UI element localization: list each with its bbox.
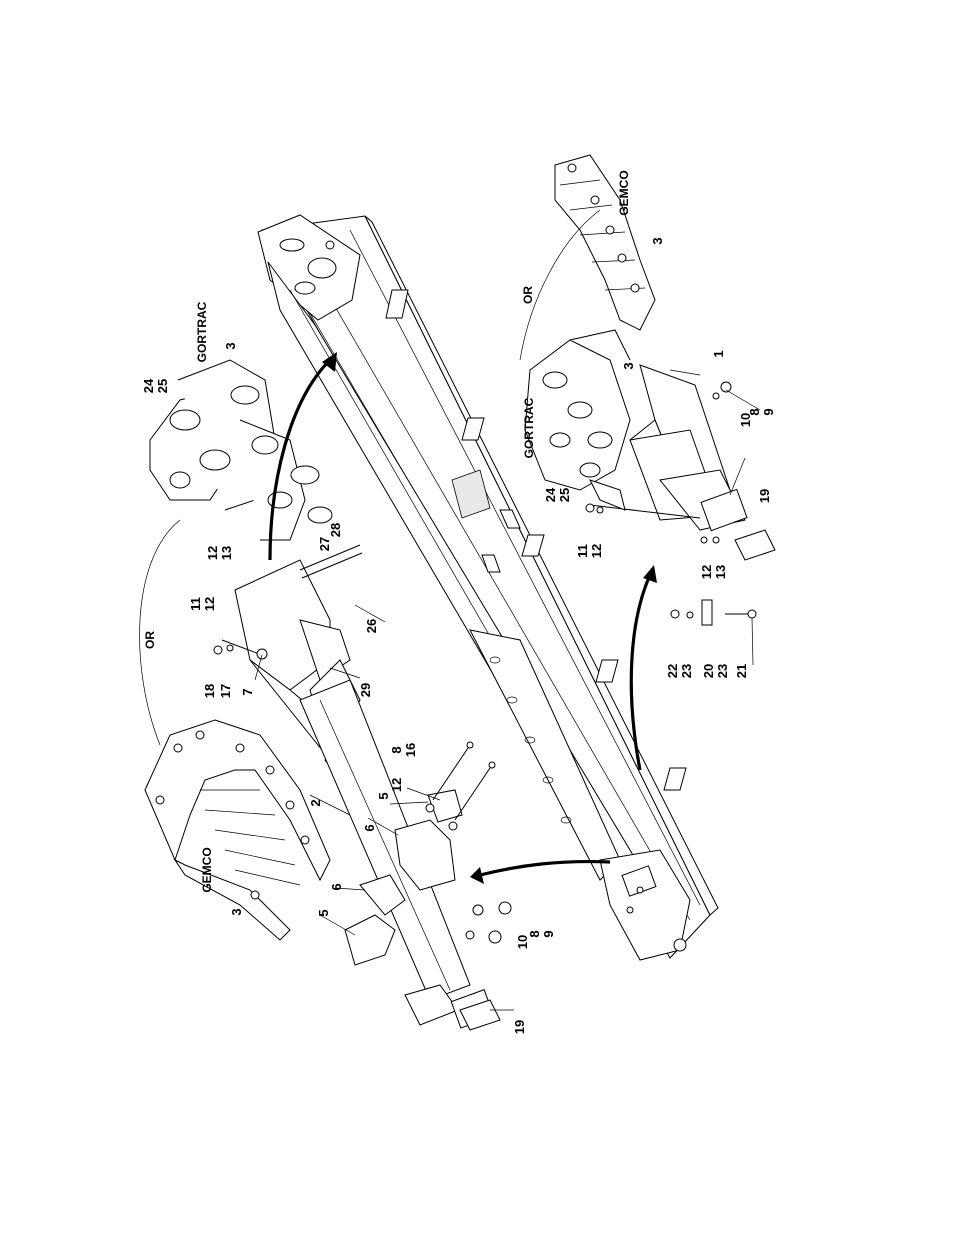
- callout-12-center: 12: [389, 778, 404, 792]
- callout-12-top: 12: [202, 597, 217, 611]
- arrow-head-left-tube: [470, 867, 484, 884]
- callout-18: 18: [202, 684, 217, 698]
- callout-26: 26: [364, 619, 379, 633]
- callout-23-b: 23: [715, 664, 730, 678]
- callout-20: 20: [701, 664, 716, 678]
- callout-7: 7: [240, 688, 255, 695]
- label-gemco-left: GEMCO: [200, 847, 214, 892]
- arrow-to-left-tube: [480, 862, 610, 875]
- label-gortrac-top: GORTRAC: [195, 301, 209, 362]
- callout-19-left: 19: [512, 1020, 527, 1034]
- callout-24-top: 24: [141, 378, 156, 393]
- callout-1: 1: [711, 350, 726, 357]
- callout-16: 16: [403, 743, 418, 757]
- callout-11-top: 11: [188, 597, 203, 611]
- callout-12-gortrac: 12: [205, 546, 220, 560]
- callout-12-right-low: 12: [699, 565, 714, 579]
- callout-13-right: 13: [713, 565, 728, 579]
- label-gemco-right: GEMCO: [617, 170, 631, 215]
- boom-assembly: [258, 215, 718, 960]
- gemco-cable-carrier-left: [145, 720, 330, 940]
- callout-19-right: 19: [757, 489, 772, 503]
- callout-3-top: 3: [223, 342, 238, 349]
- callout-29: 29: [358, 683, 373, 697]
- callout-10-right: 10: [738, 413, 753, 427]
- callout-6-center: 6: [362, 824, 377, 831]
- label-or-left: OR: [143, 631, 157, 649]
- callout-23-a: 23: [679, 664, 694, 678]
- label-or-right: OR: [521, 286, 535, 304]
- callout-2: 2: [308, 799, 323, 806]
- callout-21: 21: [734, 664, 749, 678]
- label-gortrac-right: GORTRAC: [522, 397, 536, 458]
- callout-9-right: 9: [761, 408, 776, 415]
- callout-12-right: 12: [589, 544, 604, 558]
- gortrac-cable-carrier-right: [525, 330, 630, 510]
- gemco-cable-carrier-right: [555, 155, 655, 330]
- callout-25-top: 25: [155, 379, 170, 393]
- callout-22: 22: [665, 664, 680, 678]
- callout-8-top: 8: [389, 746, 404, 753]
- callout-5-center: 5: [376, 792, 391, 799]
- callout-11-right: 11: [575, 544, 590, 558]
- callout-6-left: 6: [329, 883, 344, 890]
- callout-3-right-gortrac: 3: [621, 362, 636, 369]
- callout-3-right-gemco: 3: [650, 237, 665, 244]
- callout-5-left: 5: [316, 909, 331, 916]
- gortrac-cable-carrier-left: [150, 360, 332, 540]
- callout-17: 17: [218, 684, 233, 698]
- callout-10-left: 10: [515, 935, 530, 949]
- callout-24-right: 24: [543, 487, 558, 502]
- callout-3-left: 3: [229, 908, 244, 915]
- arrow-head-right-tube: [643, 565, 657, 583]
- callout-25-right: 25: [557, 488, 572, 502]
- callout-13-gortrac: 13: [219, 546, 234, 560]
- callout-28: 28: [328, 523, 343, 537]
- callout-27: 27: [317, 537, 332, 551]
- arrow-to-right-tube: [631, 575, 650, 770]
- callout-9-left: 9: [541, 930, 556, 937]
